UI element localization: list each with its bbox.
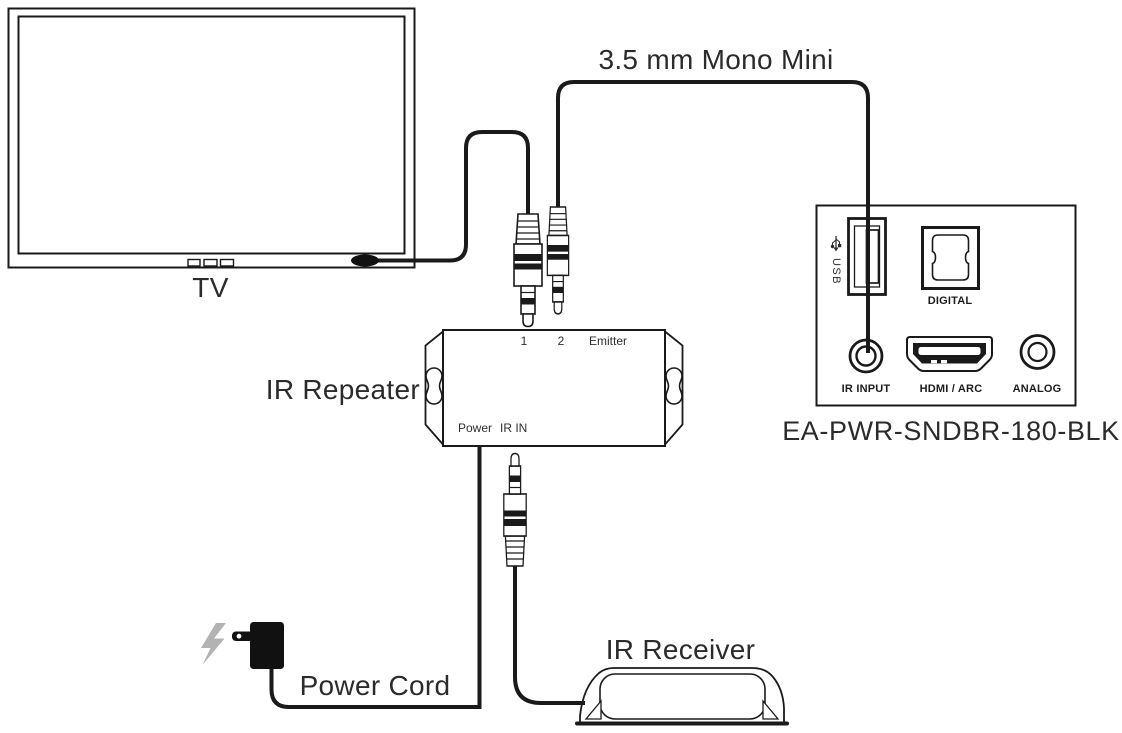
power-cord-label: Power Cord <box>299 670 451 701</box>
tv-outline <box>7 7 416 269</box>
cable-tv-to-repeater <box>376 130 530 263</box>
repeater-ir-in-label: IR IN <box>500 421 528 435</box>
ir-input-port-label: IR INPUT <box>841 383 891 395</box>
cable-type-label: 3.5 mm Mono Mini <box>598 44 834 75</box>
digital-optical-port <box>921 226 980 290</box>
tv-label: TV <box>192 272 229 303</box>
soundbar-model-label: EA-PWR-SNDBR-180-BLK <box>782 416 1120 446</box>
usb-port-label-group: USB <box>827 224 845 296</box>
lightning-bolt-icon <box>201 623 226 665</box>
plug-3-5mm-port2 <box>546 206 570 315</box>
keyhole-cutout-left <box>425 367 443 405</box>
ir-receiver-cable <box>513 558 585 705</box>
usb-label: USB <box>830 257 842 286</box>
repeater-power-label: Power <box>458 421 493 435</box>
ir-repeater-box <box>424 329 684 447</box>
repeater-port1-label: 1 <box>520 334 528 348</box>
plug-3-5mm-ir-in <box>502 452 528 567</box>
digital-port-label: DIGITAL <box>927 295 973 307</box>
tv-bezel-buttons <box>187 258 235 267</box>
usb-icon <box>830 235 842 252</box>
hdmi-arc-port-label: HDMI / ARC <box>919 383 983 395</box>
tv-ir-emitter-blob <box>351 254 379 267</box>
ir-repeater-label: IR Repeater <box>265 374 420 405</box>
power-cord-cable <box>269 447 482 709</box>
keyhole-cutout-right <box>665 367 683 405</box>
soundbar-panel <box>815 204 1077 407</box>
cable-repeater-to-soundbar <box>556 80 870 353</box>
repeater-port2-label: 2 <box>557 334 565 348</box>
analog-port-label: ANALOG <box>1012 383 1062 395</box>
power-adapter <box>232 622 284 669</box>
repeater-emitter-label: Emitter <box>589 334 628 348</box>
ir-receiver-body <box>575 667 789 726</box>
analog-jack <box>1019 334 1056 370</box>
plug-3-5mm-port1 <box>513 213 543 328</box>
ir-receiver-label: IR Receiver <box>605 634 756 665</box>
hdmi-arc-port <box>906 336 993 372</box>
